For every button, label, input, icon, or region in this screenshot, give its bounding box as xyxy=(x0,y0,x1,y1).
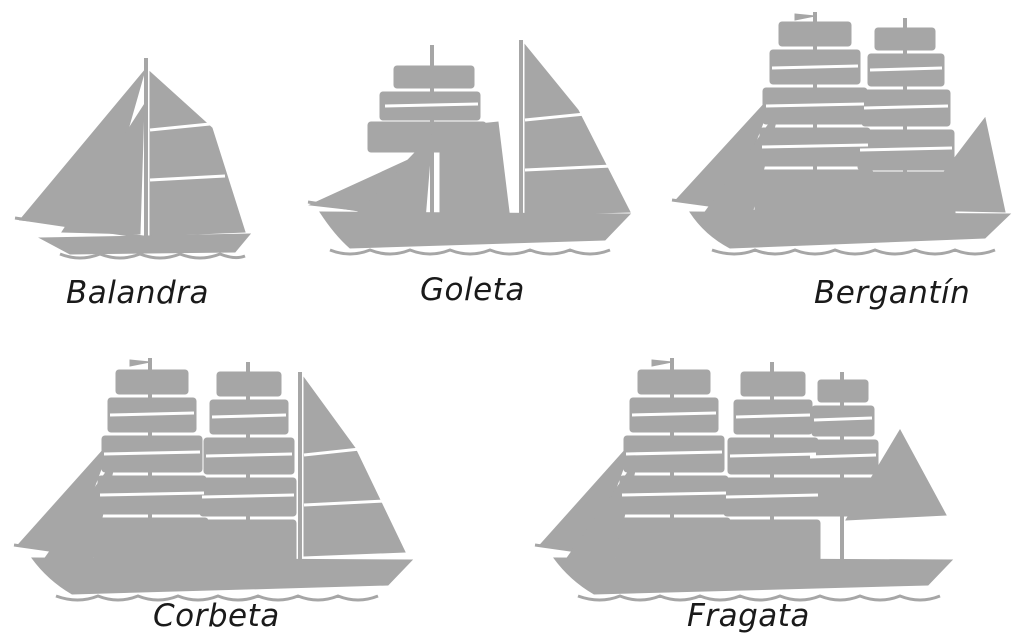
bergantin-label: Bergantín xyxy=(814,275,970,311)
corbeta-label: Corbeta xyxy=(153,598,280,634)
fragata-label: Fragata xyxy=(687,598,810,634)
balandra-label: Balandra xyxy=(66,275,209,311)
goleta-label: Goleta xyxy=(420,272,525,308)
